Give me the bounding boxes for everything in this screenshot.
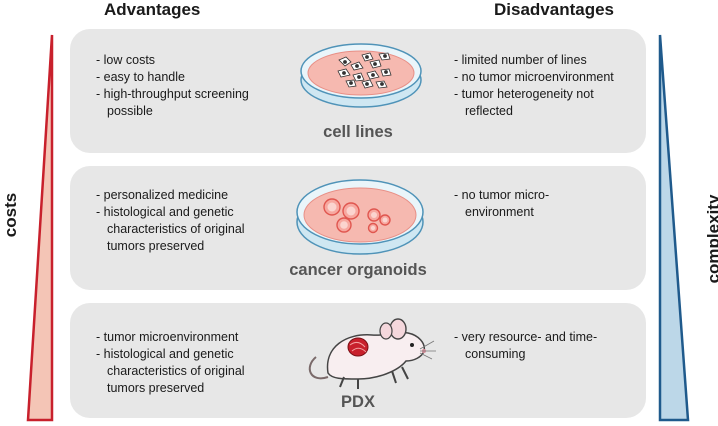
mouse-icon bbox=[308, 318, 436, 389]
advantages-header: Advantages bbox=[104, 0, 201, 19]
advantage-item: easy to handle bbox=[96, 69, 286, 86]
advantage-item: personalized medicine bbox=[96, 187, 286, 204]
model-title: cancer organoids bbox=[289, 261, 427, 279]
petri-dish-cells-icon bbox=[300, 43, 422, 108]
disadvantage-item: very resource- and time-consuming bbox=[454, 329, 634, 363]
model-title: cell lines bbox=[323, 123, 393, 141]
petri-dish-organoids-icon bbox=[296, 179, 424, 255]
panel-cell-lines: low costs easy to handle high-throughput… bbox=[70, 29, 646, 153]
costs-label: costs bbox=[1, 192, 20, 238]
disadvantage-item: no tumor microenvironment bbox=[454, 69, 644, 86]
advantages-list: personalized medicine histological and g… bbox=[96, 187, 286, 255]
advantage-item: tumor microenvironment bbox=[96, 329, 286, 346]
disadvantages-header: Disadvantages bbox=[494, 0, 614, 19]
disadvantage-item: limited number of lines bbox=[454, 52, 644, 69]
complexity-label: complexity bbox=[704, 194, 718, 284]
panel-cancer-organoids: personalized medicine histological and g… bbox=[70, 166, 646, 290]
costs-wedge bbox=[26, 34, 54, 422]
advantage-item: low costs bbox=[96, 52, 286, 69]
disadvantages-list: limited number of lines no tumor microen… bbox=[454, 52, 644, 120]
panel-pdx: tumor microenvironment histological and … bbox=[70, 303, 646, 418]
model-title: PDX bbox=[341, 393, 375, 411]
advantage-item: high-throughput screening possible bbox=[96, 86, 286, 120]
disadvantages-list: very resource- and time-consuming bbox=[454, 329, 634, 363]
advantage-item: histological and genetic characteristics… bbox=[96, 346, 286, 397]
disadvantages-list: no tumor micro-environment bbox=[454, 187, 594, 221]
advantages-list: low costs easy to handle high-throughput… bbox=[96, 52, 286, 120]
complexity-wedge bbox=[658, 34, 690, 422]
advantage-item: histological and genetic characteristics… bbox=[96, 204, 286, 255]
disadvantage-item: no tumor micro-environment bbox=[454, 187, 594, 221]
disadvantage-item: tumor heterogeneity not reflected bbox=[454, 86, 644, 120]
advantages-list: tumor microenvironment histological and … bbox=[96, 329, 286, 397]
